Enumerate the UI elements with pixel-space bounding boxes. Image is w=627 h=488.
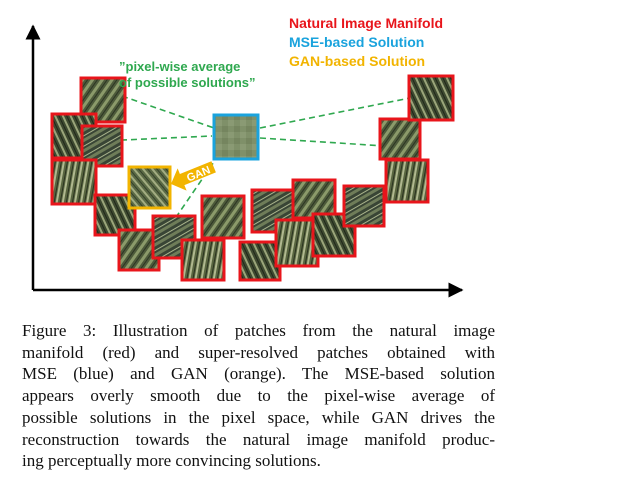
annotation-line-2: of possible solutions” bbox=[119, 75, 256, 90]
natural-patches bbox=[50, 74, 455, 282]
natural-patch bbox=[291, 178, 337, 220]
caption-line: manifold (red) and super-resolved patche… bbox=[22, 342, 495, 362]
caption-line: Figure 3: Illustration of patches from t… bbox=[22, 321, 495, 340]
natural-patch bbox=[238, 240, 282, 282]
natural-patch bbox=[407, 74, 455, 122]
legend-natural: Natural Image Manifold bbox=[289, 15, 444, 31]
legend: Natural Image Manifold MSE-based Solutio… bbox=[289, 14, 443, 71]
caption-line: possible solutions in the pixel space, w… bbox=[22, 407, 495, 427]
annotation-line-1: ”pixel-wise average bbox=[119, 59, 241, 74]
natural-patch bbox=[378, 117, 422, 161]
figure-caption: Figure 3: Illustration of patches from t… bbox=[22, 320, 495, 472]
legend-gan: GAN-based Solution bbox=[289, 53, 426, 69]
pixel-average-annotation: ”pixel-wise average of possible solution… bbox=[119, 59, 256, 91]
caption-line: ing perceptually more convincing solutio… bbox=[22, 451, 321, 471]
caption-line: appears overly smooth due to the pixel-w… bbox=[22, 386, 495, 406]
manifold-figure: GAN bbox=[25, 24, 464, 298]
mse-patch bbox=[212, 113, 260, 161]
legend-mse: MSE-based Solution bbox=[289, 34, 425, 50]
natural-patch bbox=[151, 214, 197, 260]
natural-patch bbox=[342, 184, 386, 228]
natural-patch bbox=[200, 194, 246, 240]
gan-arrow: GAN bbox=[171, 161, 216, 191]
gan-patch bbox=[127, 165, 172, 210]
natural-patch bbox=[180, 238, 226, 282]
caption-line: reconstruction towards the natural image… bbox=[22, 429, 495, 449]
caption-line: MSE (blue) and GAN (orange). The MSE-bas… bbox=[22, 364, 495, 384]
gan-arrow-label: GAN bbox=[185, 164, 212, 184]
natural-patch bbox=[50, 158, 98, 206]
natural-patch bbox=[384, 158, 430, 204]
